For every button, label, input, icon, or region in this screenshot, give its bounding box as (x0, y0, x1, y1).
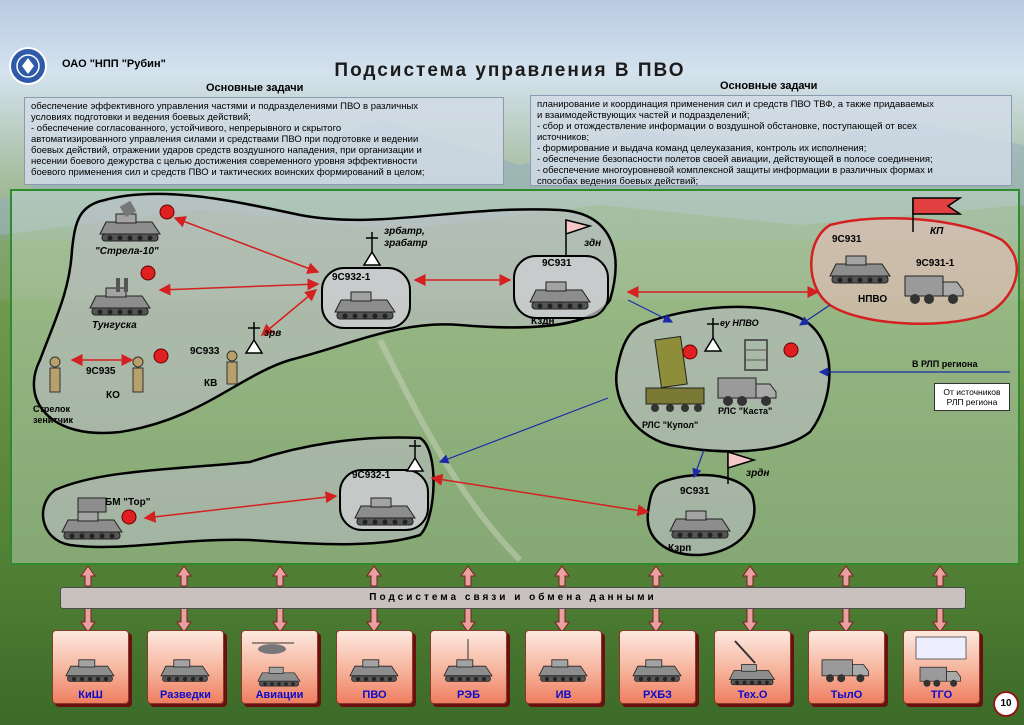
unit-label: КиШ (78, 689, 103, 701)
tasks-left-line: боевых действий, отражении ударов средст… (31, 145, 422, 156)
label-rls-kasta: РЛС "Каста" (718, 406, 773, 416)
map-truck-icon (915, 636, 967, 688)
unit-card-kish: КиШ (52, 630, 129, 704)
label-zrv: зрв (264, 328, 282, 339)
label-9s931-kzdn: 9С931 (542, 258, 572, 269)
label-strelok: Стрелок (33, 404, 71, 414)
label-kv: КВ (204, 378, 218, 389)
unit-card-reb: РЭБ (430, 630, 507, 704)
unit-card-pvo: ПВО (336, 630, 413, 704)
label-zdn: здн (584, 238, 602, 249)
tasks-right-line: - формирование и выдача команд целеуказа… (537, 143, 867, 154)
label-9s931-kp: 9С931 (832, 234, 862, 245)
label-eu-npvo: еу НПВО (720, 318, 759, 328)
label-9s932-top: 9С932-1 (332, 272, 371, 283)
helicopter-icon (252, 642, 301, 687)
label-zrbatr: зрбатр, (384, 226, 425, 237)
logo (8, 46, 48, 86)
label-kp: КП (930, 226, 944, 237)
label-9s932-bottom: 9С932-1 (352, 470, 391, 481)
unit-card-iv: ИВ (525, 630, 602, 704)
label-9s933: 9С933 (190, 346, 220, 357)
unit-label: Разведки (160, 689, 211, 701)
from-sources-box: От источников РЛП региона (934, 383, 1010, 411)
unit-card-rkhbz: РХБЗ (619, 630, 696, 704)
label-rls-kupol: РЛС "Купол" (642, 420, 699, 430)
label-9s935: 9С935 (86, 366, 116, 377)
unit-card-tyl-o: ТылО (808, 630, 885, 704)
tasks-left-line: обеспечение эффективного управления част… (31, 101, 419, 112)
tasks-right-box: планирование и координация применения си… (530, 95, 1012, 187)
tasks-left-box: обеспечение эффективного управления част… (24, 97, 504, 185)
unit-label: РЭБ (456, 689, 481, 701)
page-number: 10 (993, 691, 1019, 717)
unit-card-tekh-o: Тех.О (714, 630, 791, 704)
tasks-left-line: условиях подготовки и ведения боевых дей… (31, 112, 251, 123)
label-kzrp: Кзрп (668, 543, 692, 554)
ew-vehicle-icon (443, 639, 493, 682)
tasks-left-line: несении боевого дежурства с целью достиж… (31, 156, 418, 167)
label-strela: "Стрела-10" (95, 246, 159, 257)
tasks-right-line: планирование и координация применения си… (537, 99, 934, 110)
unit-label: Авиации (255, 689, 304, 701)
comm-subsystem-bar: Подсистема связи и обмена данными (60, 587, 966, 609)
unit-label: ТГО (930, 689, 953, 701)
label-ko: КО (106, 390, 120, 401)
unit-label: ТылО (830, 689, 863, 701)
unit-card-razvedki: Разведки (147, 630, 224, 704)
unit-label: Тех.О (737, 689, 768, 701)
label-zenitchik: зенитчик (33, 415, 73, 425)
unit-card-tgo: ТГО (903, 630, 980, 704)
label-rlp-region: В РЛП региона (912, 359, 978, 369)
tasks-left-line: автоматизированного управления силами и … (31, 134, 419, 145)
label-9s931-kzrp: 9С931 (680, 486, 710, 497)
organization-name: ОАО "НПП "Рубин" (62, 58, 166, 70)
label-zrabatr: зрабатр (384, 238, 428, 249)
tasks-left-line: - обеспечение согласованного, устойчивог… (31, 123, 342, 134)
unit-label: РХБЗ (643, 689, 672, 701)
unit-card-aviatsii: Авиации (241, 630, 318, 704)
tasks-right-line: способах ведения боевых действий; (537, 176, 699, 187)
label-kzdn: Кздн (531, 316, 555, 327)
label-zrdn: зрдн (746, 468, 770, 479)
tasks-right-line: - обеспечение безопасности полетов своей… (537, 154, 933, 165)
tasks-right-line: - сбор и отождествление информации о воз… (537, 121, 917, 132)
radar-kupol (645, 335, 705, 412)
tasks-left-line: боевого применения сил и средств ПВО и т… (31, 167, 425, 178)
page-title: Подсистема управления В ПВО (334, 60, 686, 81)
label-tunguska: Тунгуска (92, 320, 137, 331)
label-bm-tor: БМ "Тор" (105, 497, 151, 508)
from-sources-line2: РЛП региона (946, 397, 998, 407)
from-sources-line1: От источников (943, 387, 1001, 397)
label-9s931-1: 9С931-1 (916, 258, 955, 269)
tasks-right-line: - обеспечение многоуровневой комплексной… (537, 165, 933, 176)
unit-label: ИВ (555, 689, 572, 701)
recovery-vehicle-icon (729, 640, 775, 686)
tasks-right-line: источников; (537, 132, 590, 143)
tasks-right-heading: Основные задачи (720, 80, 818, 92)
tasks-right-line: и взаимодействующих частей и подразделен… (537, 110, 750, 121)
tasks-left-heading: Основные задачи (206, 82, 304, 94)
label-npvo: НПВО (858, 294, 888, 305)
radar-kasta (744, 339, 768, 371)
unit-label: ПВО (362, 689, 387, 701)
